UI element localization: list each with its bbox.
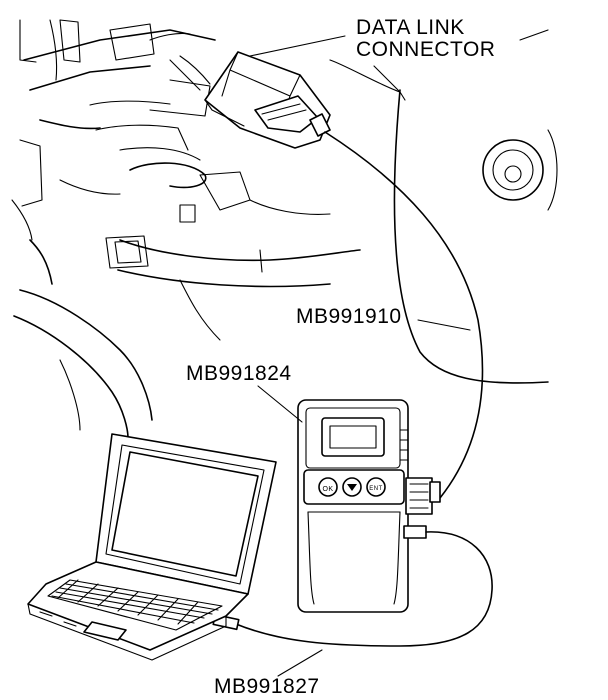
leader-line-mb991910 [417, 319, 471, 331]
label-mb991824: MB991824 [186, 362, 292, 385]
device-display-screen [321, 417, 385, 457]
cable-mb991827 [235, 531, 493, 647]
leader-line-mb991827 [277, 649, 323, 677]
laptop-keyboard [47, 579, 223, 631]
interface-device-mb991824 [297, 399, 441, 613]
label-data-link-line2: CONNECTOR [356, 38, 495, 61]
ok-button[interactable] [318, 477, 338, 497]
knob-icon [482, 129, 558, 211]
svg-text:ENT: ENT [369, 486, 383, 492]
laptop-computer [27, 433, 277, 661]
label-mb991910: MB991910 [296, 305, 402, 328]
cable-mb991910 [324, 131, 484, 499]
leader-line-mb991824 [257, 385, 303, 423]
laptop-screen [111, 451, 259, 577]
label-mb991827: MB991827 [214, 675, 320, 698]
label-data-link-line1: DATA LINK [356, 16, 465, 39]
data-link-connector-plug [204, 51, 331, 149]
leader-line-connector [249, 35, 346, 57]
svg-text:OK: OK [322, 486, 333, 493]
laptop-touchpad [83, 621, 127, 641]
device-connector-port [405, 477, 433, 515]
enter-button[interactable] [366, 477, 386, 497]
device-usb-port [403, 525, 427, 539]
